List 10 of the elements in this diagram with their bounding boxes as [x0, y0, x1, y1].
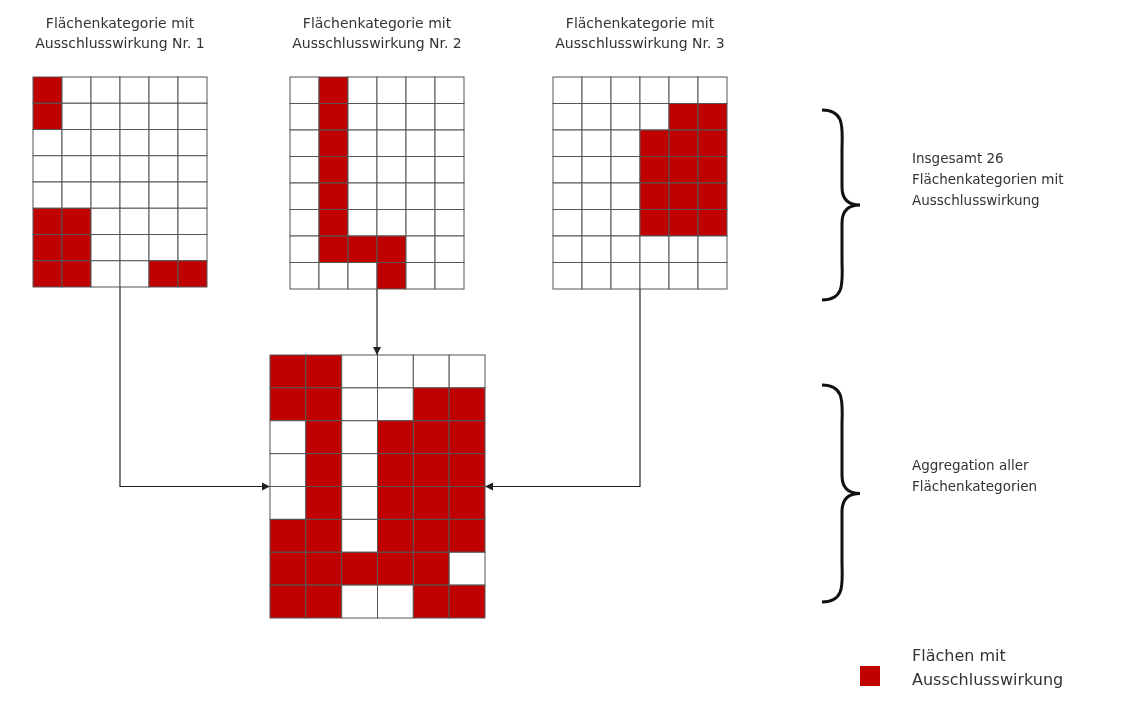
brace-label: Aggregation aller Flächenkategorien	[912, 456, 1039, 496]
legend-text: Flächen mit Ausschlusswirkung	[912, 645, 1065, 691]
arrow	[484, 288, 641, 491]
grid-heading: Flächenkategorie mit Ausschlusswirkung Nr. 3	[554, 14, 726, 53]
cell-grid-drawing	[270, 355, 485, 618]
arrow	[119, 286, 271, 491]
arrow	[372, 288, 382, 356]
grid-heading: Flächenkategorie mit Ausschlusswirkung Nr. 2	[291, 14, 463, 53]
brace-label: Insgesamt 26 Flächenkategorien mit Ausschlusswirkung	[912, 149, 1065, 210]
grid-heading: Flächenkategorie mit Ausschlusswirkung Nr. 1	[34, 14, 206, 53]
